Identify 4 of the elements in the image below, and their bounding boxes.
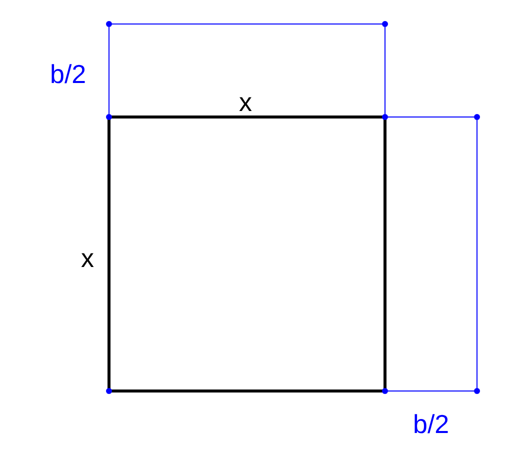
- dimension-label: x: [239, 88, 252, 116]
- dimension-label: x: [81, 244, 94, 272]
- dimension-label: b/2: [50, 60, 86, 88]
- dimension-label: b/2: [413, 410, 450, 438]
